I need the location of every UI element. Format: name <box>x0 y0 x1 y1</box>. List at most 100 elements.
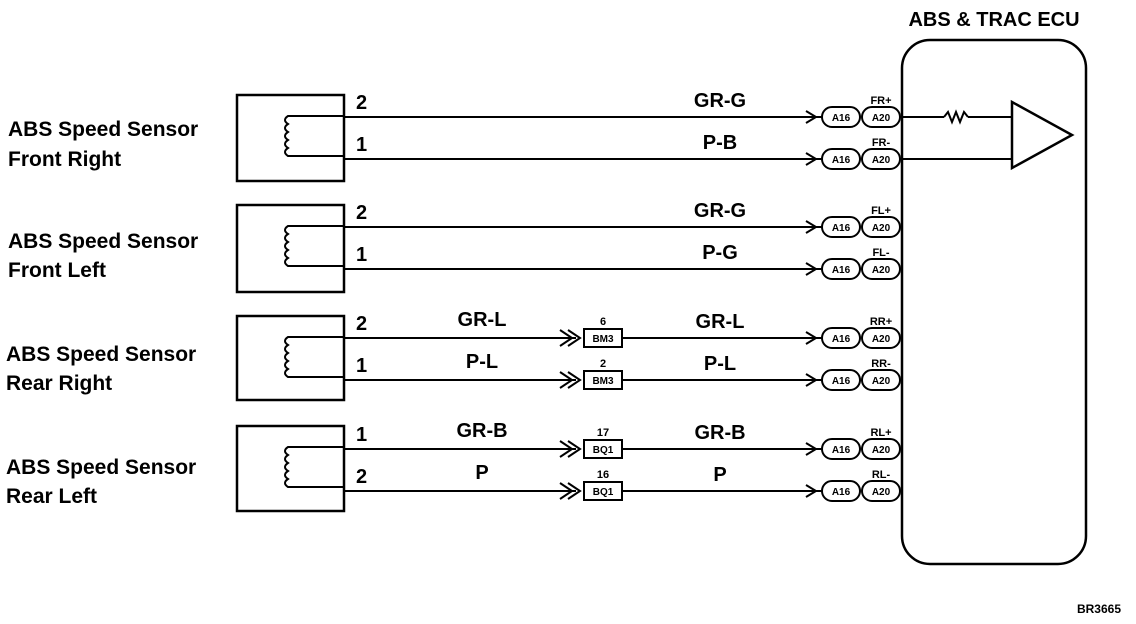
ecu-connector-a20 <box>861 480 901 502</box>
junction-label: BQ1 <box>593 445 614 456</box>
arrow-icon <box>567 371 582 389</box>
ecu-connector-a20 <box>861 106 901 128</box>
ecu-connector-a20-label: A20 <box>872 113 891 124</box>
wire-color-left: GR-B <box>456 420 507 442</box>
sensor-pin-number: 1 <box>356 244 367 266</box>
sensor-coil-icon <box>284 446 296 488</box>
ecu-title: ABS & TRAC ECU <box>908 9 1079 31</box>
sensor-label-line1: ABS Speed Sensor <box>8 118 198 141</box>
sensor-label-line2: Rear Right <box>6 372 112 395</box>
ecu-signal-name: FL+ <box>871 205 891 217</box>
ecu-connector-a20-label: A20 <box>872 445 891 456</box>
wire-1: 1 P-B A16 A20 FR- <box>344 132 901 170</box>
sensor-front-left: ABS Speed Sensor Front Left <box>8 203 346 294</box>
junction-pin-number: 2 <box>600 358 606 370</box>
figure-code: BR3665 <box>1077 602 1121 616</box>
ecu-signal-name: RL+ <box>870 427 891 439</box>
ecu-connector-a16 <box>821 480 861 502</box>
sensor-front-right: ABS Speed Sensor Front Right <box>8 93 346 183</box>
wire-6: 1 GR-B BQ1 17 GR-B A16 A20 RL+ <box>344 420 901 460</box>
sensor-label-line2: Front Right <box>8 148 121 171</box>
ecu-connector-a16-label: A16 <box>832 113 851 124</box>
resistor-symbol <box>943 109 969 125</box>
ecu-connector-a20 <box>861 216 901 238</box>
sensor-pin-number: 2 <box>356 202 367 224</box>
ecu-connector-a16 <box>821 369 861 391</box>
ecu-connector-a20-label: A20 <box>872 487 891 498</box>
ecu-signal-name: FL- <box>872 247 889 259</box>
sensor-box <box>235 424 346 513</box>
arrow-icon <box>567 482 582 500</box>
ecu-connector-a16-label: A16 <box>832 265 851 276</box>
ecu-connector-a16-label: A16 <box>832 155 851 166</box>
ecu-connector-a20-label: A20 <box>872 223 891 234</box>
ecu-connector-a16-label: A16 <box>832 334 851 345</box>
arrow-icon <box>567 440 582 458</box>
wire-color-left: GR-L <box>458 309 507 331</box>
sensor-box <box>235 314 346 402</box>
sensor-label-line2: Front Left <box>8 259 106 282</box>
sensor-rear-right: ABS Speed Sensor Rear Right <box>6 314 346 402</box>
amplifier-symbol <box>1010 99 1075 171</box>
sensor-box <box>235 93 346 183</box>
wire-color: GR-L <box>696 311 745 333</box>
wire-color: P-L <box>704 353 736 375</box>
wire-color: P <box>713 464 726 486</box>
ecu-connector-a16 <box>821 438 861 460</box>
sensor-label-line2: Rear Left <box>6 485 97 508</box>
ecu-connector-a16-label: A16 <box>832 376 851 387</box>
sensor-label-line1: ABS Speed Sensor <box>6 343 196 366</box>
wire-color: P-G <box>702 242 738 264</box>
wire-color: GR-B <box>694 422 745 444</box>
ecu-connector-a16-label: A16 <box>832 223 851 234</box>
ecu-connector-a16 <box>821 148 861 170</box>
ecu-signal-name: RR- <box>871 358 891 370</box>
wire-color: GR-G <box>694 200 746 222</box>
sensor-coil-icon <box>284 225 296 267</box>
arrow-icon <box>567 329 582 347</box>
wire-3: 1 P-G A16 A20 FL- <box>344 242 901 280</box>
junction-label: BQ1 <box>593 487 614 498</box>
junction-pin-number: 6 <box>600 316 606 328</box>
ecu-signal-name: RR+ <box>870 316 892 328</box>
sensor-pin-number: 1 <box>356 424 367 446</box>
arrow-icon <box>559 440 574 458</box>
ecu-signal-name: FR- <box>872 137 891 149</box>
junction-label: BM3 <box>592 376 614 387</box>
ecu-connector-a20 <box>861 258 901 280</box>
ecu-connector-a16-label: A16 <box>832 445 851 456</box>
arrow-icon <box>559 371 574 389</box>
ecu-connector-a16 <box>821 106 861 128</box>
wire-color: P-B <box>703 132 737 154</box>
ecu-signal-name: RL- <box>872 469 891 481</box>
ecu-connector-a16 <box>821 216 861 238</box>
ecu-signal-name: FR+ <box>870 95 891 107</box>
ecu-box <box>900 38 1088 566</box>
ecu-connector-a20 <box>861 369 901 391</box>
wire-2: 2 GR-G A16 A20 FL+ <box>344 200 901 238</box>
ecu-connector-a20-label: A20 <box>872 155 891 166</box>
sensor-box <box>235 203 346 294</box>
sensor-pin-number: 1 <box>356 134 367 156</box>
sensor-rear-left: ABS Speed Sensor Rear Left <box>6 424 346 513</box>
ecu-connector-a16 <box>821 327 861 349</box>
ecu-connector-a20 <box>861 327 901 349</box>
junction-pin-number: 17 <box>597 427 609 439</box>
sensor-coil-icon <box>284 115 296 157</box>
sensor-pin-number: 2 <box>356 313 367 335</box>
sensor-pin-number: 2 <box>356 466 367 488</box>
wire-color-left: P-L <box>466 351 498 373</box>
ecu-connector-a20-label: A20 <box>872 376 891 387</box>
sensor-label-line1: ABS Speed Sensor <box>6 456 196 479</box>
wire-color-left: P <box>475 462 488 484</box>
junction-pin-number: 16 <box>597 469 609 481</box>
sensor-coil-icon <box>284 336 296 378</box>
ecu-connector-a20-label: A20 <box>872 265 891 276</box>
ecu-connector-a20 <box>861 148 901 170</box>
wire-color: GR-G <box>694 90 746 112</box>
